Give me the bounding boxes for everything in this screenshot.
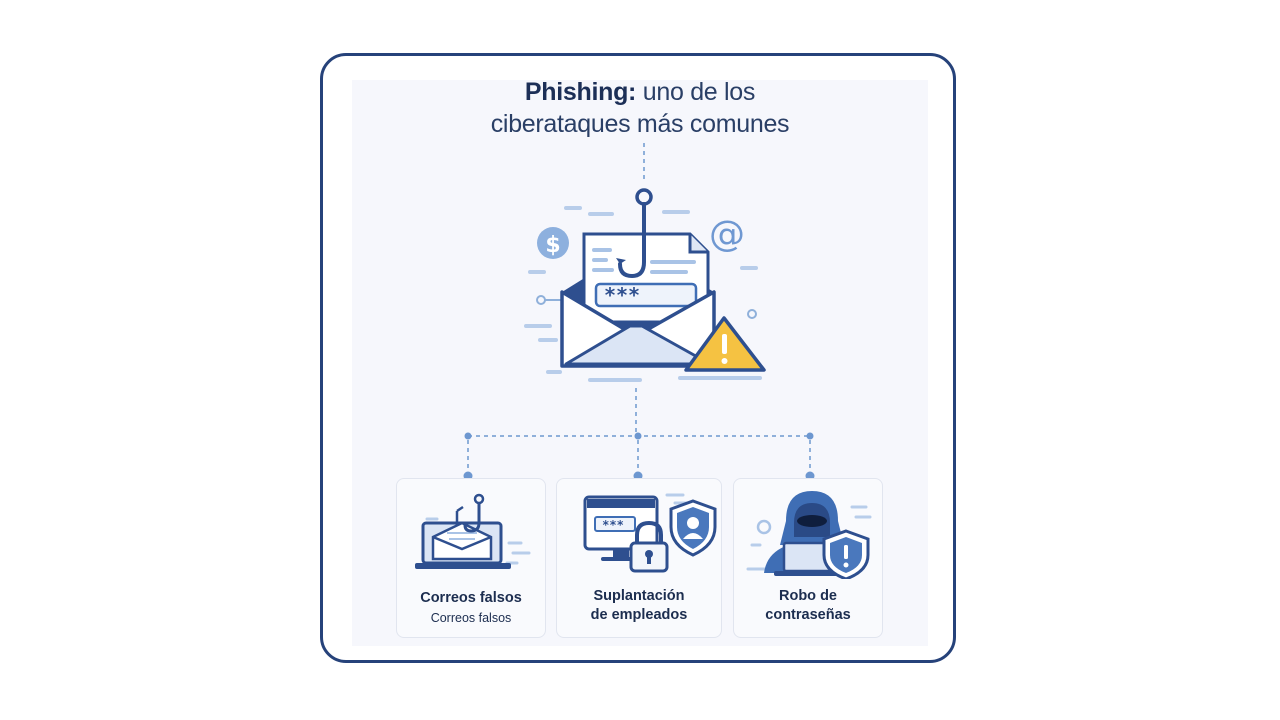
card-password-theft-label-2: contraseñas xyxy=(765,607,851,623)
card-fake-emails-label: Correos falsos xyxy=(420,590,522,606)
svg-text:@: @ xyxy=(709,214,745,255)
card-password-theft-label-1: Robo de xyxy=(779,588,837,604)
title-line-1-rest: uno de los xyxy=(642,78,756,106)
phishing-envelope-icon: $ @ *** xyxy=(524,188,766,382)
svg-text:***: *** xyxy=(602,518,624,532)
connector-nodes xyxy=(463,432,815,481)
impersonation-monitor-icon: *** xyxy=(583,493,717,573)
card-password-theft: Robo de contraseñas xyxy=(733,478,883,638)
card-impersonation-label-2: de empleados xyxy=(590,607,688,623)
card-impersonation: *** Suplantación de empleados xyxy=(556,478,722,638)
infographic-title: Phishing: uno de los ciberataques más co… xyxy=(352,76,928,140)
svg-text:$: $ xyxy=(545,233,560,258)
phishing-laptop-icon xyxy=(415,493,531,569)
card-fake-emails: Correos falsos Correos falsos xyxy=(396,478,546,638)
card-impersonation-label-1: Suplantación xyxy=(593,588,685,604)
title-line-2: ciberataques más comunes xyxy=(490,110,790,138)
card-fake-emails-sublabel: Correos falsos xyxy=(430,611,512,625)
title-keyword: Phishing: xyxy=(524,78,637,106)
password-mask: *** xyxy=(604,283,640,307)
hacker-icon xyxy=(746,491,872,579)
title-line-1: Phishing: uno de los xyxy=(352,76,928,108)
